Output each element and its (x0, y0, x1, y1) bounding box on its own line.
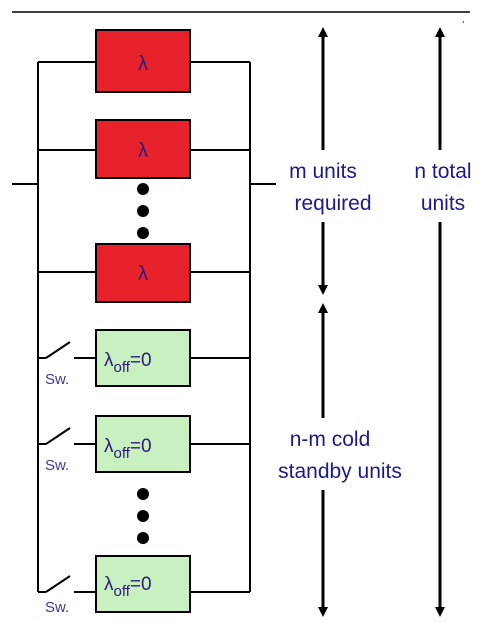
standby-lambda: λ (104, 436, 114, 457)
switch-label: Sw. (45, 371, 69, 388)
corner-mark: , (462, 14, 465, 24)
switch-blade (45, 427, 71, 445)
svg-text:λoff=0: λoff=0 (104, 574, 152, 600)
standby-unit-1: λoff=0 Sw. (38, 329, 250, 388)
required-label-line2: required (294, 192, 371, 215)
total-label-line1: n total (414, 160, 471, 183)
required-label-line1: m units (289, 160, 357, 183)
standby-value: =0 (130, 350, 152, 371)
switch-blade (45, 575, 71, 593)
standby-unit-3: λoff=0 Sw. (38, 555, 250, 616)
ellipsis-dots-active (137, 183, 149, 239)
standby-subscript: off (114, 359, 131, 376)
switch-blade (45, 341, 71, 359)
standby-subscript: off (114, 583, 131, 600)
ellipsis-dots-standby (137, 488, 149, 544)
active-unit-3: λ (38, 243, 250, 303)
standby-unit-2: λoff=0 Sw. (38, 415, 250, 474)
switch-label: Sw. (45, 457, 69, 474)
standby-lambda: λ (104, 350, 114, 371)
standby-value: =0 (130, 436, 152, 457)
switch-label: Sw. (45, 599, 69, 616)
total-label-line2: units (421, 192, 465, 215)
active-unit-2: λ (38, 119, 250, 179)
standby-lambda: λ (104, 574, 114, 595)
active-unit-label: λ (138, 53, 148, 75)
svg-text:λoff=0: λoff=0 (104, 436, 152, 462)
standby-subscript: off (114, 445, 131, 462)
active-unit-label: λ (138, 140, 148, 162)
svg-text:λoff=0: λoff=0 (104, 350, 152, 376)
active-unit-label: λ (138, 263, 148, 285)
standby-label-line2: standby units (278, 460, 402, 483)
standby-value: =0 (130, 574, 152, 595)
standby-label-line1: n-m cold (290, 428, 371, 451)
active-unit-1: λ (38, 29, 250, 93)
